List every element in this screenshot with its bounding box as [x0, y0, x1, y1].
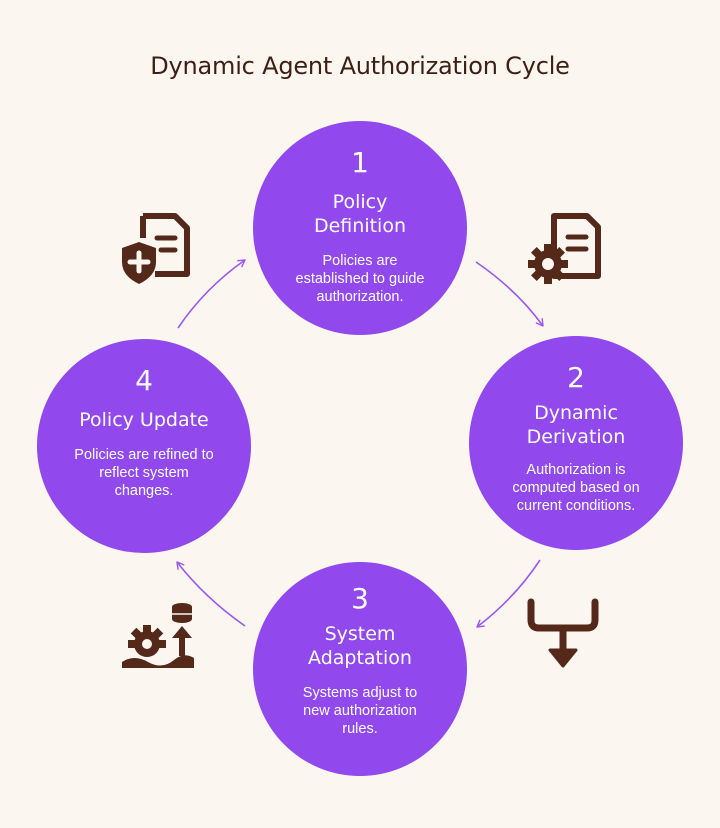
step-3-circle: 3 System Adaptation Systems adjust to ne…	[253, 562, 467, 776]
arrow-3-to-4	[176, 561, 246, 627]
step-4-heading: Policy Update	[79, 409, 209, 431]
step-3-heading: System Adaptation	[308, 623, 412, 669]
step-2-description: Authorization is computed based on curre…	[512, 462, 640, 514]
step-1-heading: Policy Definition	[313, 191, 406, 237]
document-gear-icon	[528, 213, 601, 284]
gear-database-upload-icon	[122, 603, 194, 668]
arrow-4-to-1	[177, 259, 246, 329]
step-2-circle: 2 Dynamic Derivation Authorization is co…	[469, 336, 683, 550]
funnel-down-arrow-icon	[527, 598, 599, 668]
diagram-title: Dynamic Agent Authorization Cycle	[150, 52, 570, 80]
step-3-number: 3	[351, 582, 369, 615]
step-2-number: 2	[567, 361, 585, 394]
arrow-2-to-3	[476, 559, 541, 628]
arrow-1-to-2	[475, 261, 544, 327]
step-2-heading: Dynamic Derivation	[526, 402, 626, 448]
step-1-description: Policies are established to guide author…	[295, 253, 425, 305]
step-4-circle: 4 Policy Update Policies are refined to …	[37, 339, 251, 553]
step-3-description: Systems adjust to new authorization rule…	[302, 685, 418, 737]
step-4-description: Policies are refined to reflect system c…	[74, 447, 214, 499]
step-1-number: 1	[351, 146, 369, 179]
step-4-number: 4	[135, 364, 153, 397]
shield-plus-document-icon	[122, 213, 190, 284]
step-1-circle: 1 Policy Definition Policies are establi…	[253, 121, 467, 335]
